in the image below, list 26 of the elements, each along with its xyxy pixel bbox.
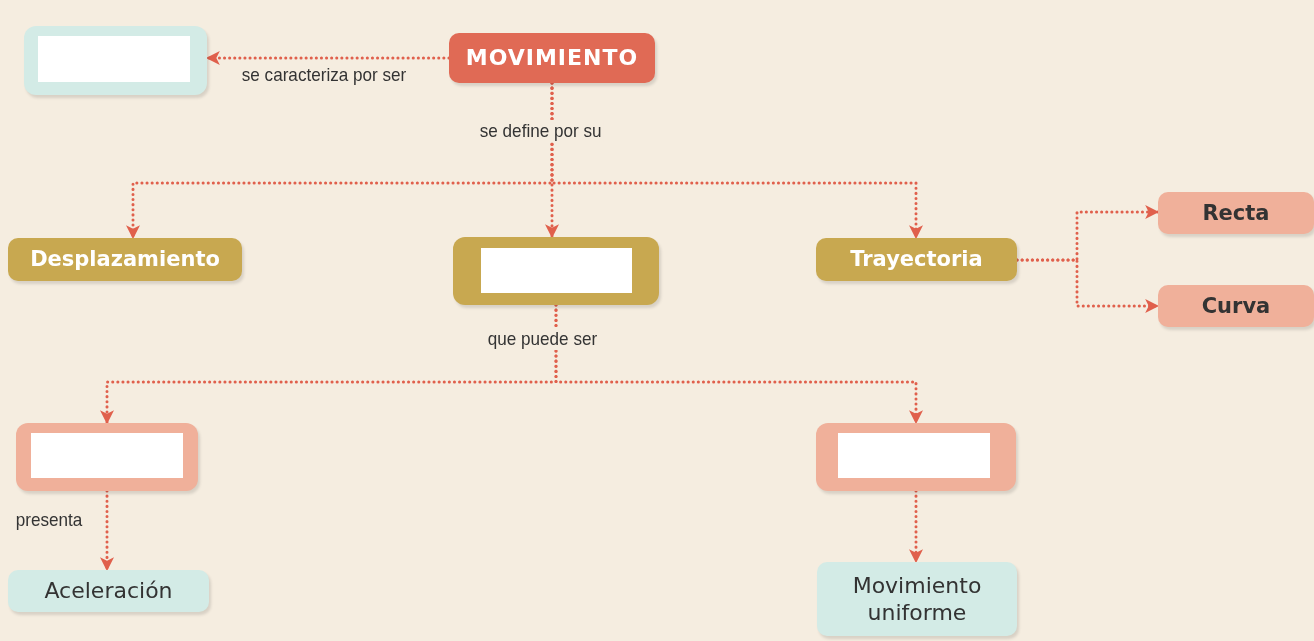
concept-box [8, 238, 242, 281]
empty-concept-box [24, 26, 207, 95]
empty-concept-box [453, 237, 659, 305]
concept-box [449, 33, 655, 83]
arrow [205, 51, 451, 65]
arrow [100, 489, 114, 572]
concept-label: Desplazamiento [30, 246, 220, 273]
arrow [909, 489, 923, 564]
concept-label: MOVIMIENTO [465, 44, 639, 72]
concept-box [816, 238, 1017, 281]
concept-label: Aceleración [44, 577, 173, 605]
edge-label: que puede ser [486, 328, 599, 350]
arrow [554, 303, 923, 425]
empty-concept-box [816, 423, 1016, 491]
edge-label: se define por su [478, 120, 604, 142]
concept-box [1158, 192, 1314, 234]
concept-box [8, 570, 209, 612]
concept-box [1158, 285, 1314, 327]
arrow [550, 81, 923, 240]
concept-label: Recta [1202, 199, 1270, 227]
concept-label: Trayectoria [850, 246, 983, 273]
concept-box [817, 562, 1017, 636]
arrow [1015, 258, 1160, 313]
concept-label: Movimiento uniforme [851, 571, 983, 627]
concept-label: Curva [1201, 292, 1271, 320]
empty-concept-box [16, 423, 198, 491]
